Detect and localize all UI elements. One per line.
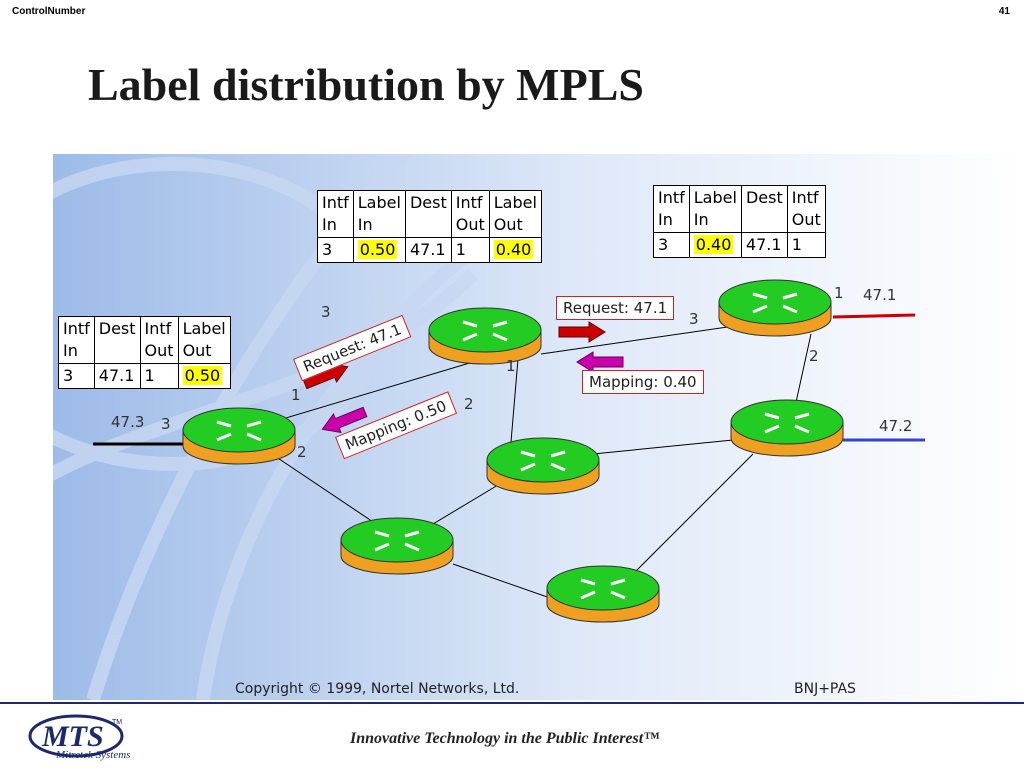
port-label: 3 [161, 415, 171, 433]
credit-text: BNJ+PAS [794, 681, 856, 697]
label-table-transit: Intf In Label In Dest Intf Out Label Out… [317, 190, 542, 263]
label-table-egress: Intf In Label In Dest Intf Out 3 0.40 47… [653, 185, 826, 258]
table-cell-label-in: 0.50 [352, 237, 406, 263]
router-a[interactable] [182, 407, 296, 465]
network-label-47-1: 47.1 [863, 286, 897, 304]
highlighted-label: 0.50 [357, 240, 398, 259]
highlighted-label: 0.40 [493, 240, 534, 259]
table-header: Intf Out [786, 185, 826, 233]
table-header: Intf In [58, 316, 95, 364]
link-router-e-f [592, 438, 744, 455]
tagline: Innovative Technology in the Public Inte… [350, 730, 660, 747]
router-d[interactable] [340, 517, 454, 575]
page-title: Label distribution by MPLS [88, 59, 644, 110]
router-g[interactable] [546, 565, 660, 623]
table-header: Label In [352, 190, 406, 238]
logo-trademark: TM [112, 719, 122, 726]
port-label: 2 [464, 395, 474, 413]
link-router-g-f [632, 453, 754, 575]
table-cell: 47.1 [740, 232, 788, 258]
table-cell: 3 [653, 232, 690, 258]
port-label: 1 [506, 357, 516, 375]
table-cell: 3 [58, 363, 95, 389]
link-47-1 [832, 313, 916, 319]
table-header: Label Out [177, 316, 231, 364]
router-e[interactable] [486, 437, 600, 495]
mapping-arrow-right [576, 351, 624, 373]
highlighted-label: 0.40 [693, 235, 734, 254]
mapping-arrow-left [321, 406, 368, 434]
table-cell-label-out: 0.40 [488, 237, 542, 263]
label-table-ingress: Intf In Dest Intf Out Label Out 3 47.1 1… [58, 316, 231, 389]
port-label: 2 [297, 443, 307, 461]
table-cell: 1 [450, 237, 490, 263]
table-cell: 1 [786, 232, 826, 258]
port-label: 2 [809, 347, 819, 365]
table-header: Intf Out [450, 190, 490, 238]
port-label: 1 [291, 386, 301, 404]
logo-text: MTS [41, 720, 104, 753]
table-header: Dest [93, 316, 141, 364]
router-c[interactable] [718, 279, 832, 337]
request-arrow-right [558, 321, 606, 343]
mitretek-logo: MTS TM Mitretek Systems [28, 714, 130, 761]
table-cell-label-in: 0.40 [688, 232, 742, 258]
router-f[interactable] [730, 399, 844, 457]
table-header: Label In [688, 185, 742, 233]
logo-subtitle: Mitretek Systems [55, 749, 130, 761]
table-header: Intf In [653, 185, 690, 233]
table-header: Label Out [488, 190, 542, 238]
request-message-right: Request: 47.1 [556, 296, 675, 320]
table-header: Intf In [317, 190, 354, 238]
link-router-b-e [509, 358, 519, 455]
mapping-message-right: Mapping: 0.40 [582, 370, 704, 394]
table-cell: 3 [317, 237, 354, 263]
copyright-text: Copyright © 1999, Nortel Networks, Ltd. [235, 681, 520, 697]
table-cell: 47.1 [404, 237, 452, 263]
port-label: 3 [321, 303, 331, 321]
router-b[interactable] [428, 307, 542, 365]
page-number: 41 [998, 6, 1010, 17]
port-label: 3 [689, 310, 699, 328]
table-cell: 1 [139, 363, 179, 389]
network-label-47-2: 47.2 [879, 417, 913, 435]
diagram-canvas: Intf In Dest Intf Out Label Out 3 47.1 1… [53, 154, 1024, 700]
highlighted-label: 0.50 [182, 366, 223, 385]
table-cell-label-out: 0.50 [177, 363, 231, 389]
control-number: ControlNumber [12, 6, 86, 17]
table-cell: 47.1 [93, 363, 141, 389]
footer-rule [0, 702, 1024, 704]
network-label-47-3: 47.3 [111, 413, 145, 431]
table-header: Intf Out [139, 316, 179, 364]
table-header: Dest [404, 190, 452, 238]
table-header: Dest [740, 185, 788, 233]
link-router-d-g [452, 563, 554, 600]
port-label: 1 [834, 284, 844, 302]
